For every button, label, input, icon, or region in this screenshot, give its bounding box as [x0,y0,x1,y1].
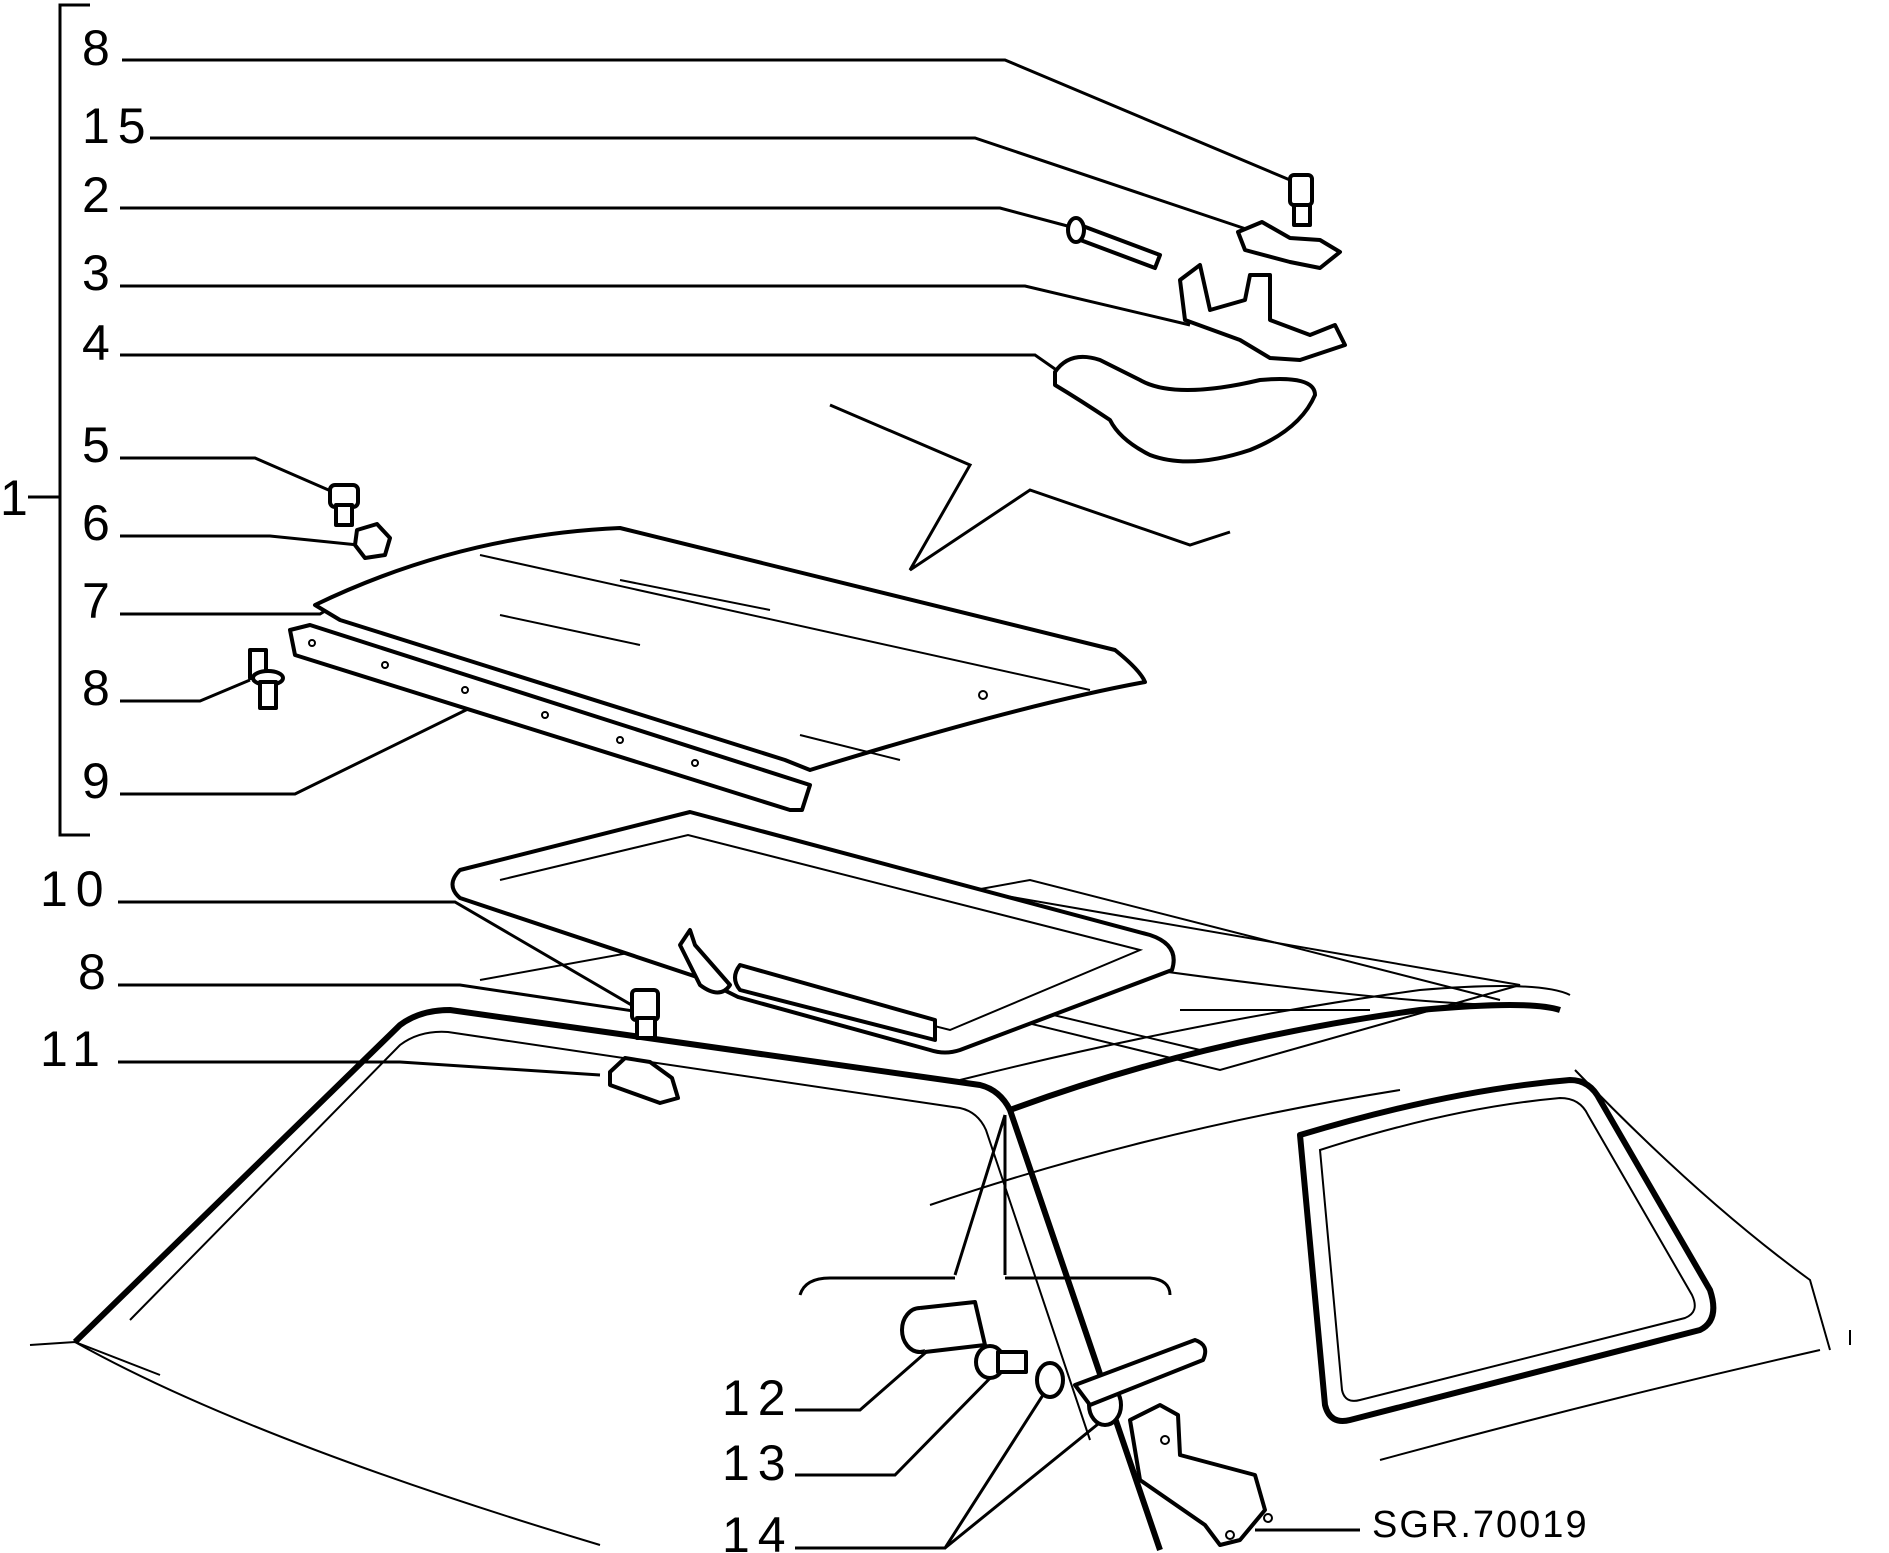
callout-2: 2 [82,167,118,223]
callout-11: 11 [40,1021,108,1077]
callout-7: 7 [82,573,118,629]
sunroof-panel-7 [313,526,1147,772]
callout-labels: 1 8 15 2 3 4 5 6 7 8 9 10 8 11 12 13 14 … [0,20,1589,1553]
callout-8-lower: 8 [78,944,114,1000]
callout-15: 15 [82,98,154,154]
callout-13: 13 [722,1435,794,1491]
bolt-5 [328,483,360,527]
callout-10: 10 [40,861,112,917]
callout-3: 3 [82,245,118,301]
parts [248,173,1347,1547]
frame-seal-10 [450,810,1176,1055]
nut-6 [353,522,392,560]
bushing-12 [900,1300,987,1354]
group-bracket [28,3,90,837]
callout-4: 4 [82,315,118,371]
callout-9: 9 [82,753,118,809]
hinge-bracket-3 [1178,263,1347,362]
callout-12: 12 [722,1370,794,1426]
callout-8-top: 8 [82,20,118,76]
stud-8-lower [630,988,660,1040]
callout-5: 5 [82,417,118,473]
pin-2 [1066,216,1162,270]
leader-lines [118,58,1360,1550]
seal-strip-9 [288,623,812,812]
washer-14a [1035,1361,1065,1399]
callout-6: 6 [82,495,118,551]
drawing-code: SGR.70019 [1372,1504,1589,1546]
stud-8-left [248,648,285,710]
clip-11 [608,1056,680,1105]
latch-15 [1236,220,1342,270]
callout-8-left: 8 [82,660,118,716]
hinge-plate [1128,1403,1273,1547]
handle-4 [1053,355,1317,464]
callout-group-1: 1 [0,470,36,526]
callout-14: 14 [722,1507,794,1553]
screw-8-top [1288,173,1314,227]
car-body-outline [29,878,1851,1551]
stud-13 [974,1344,1028,1380]
